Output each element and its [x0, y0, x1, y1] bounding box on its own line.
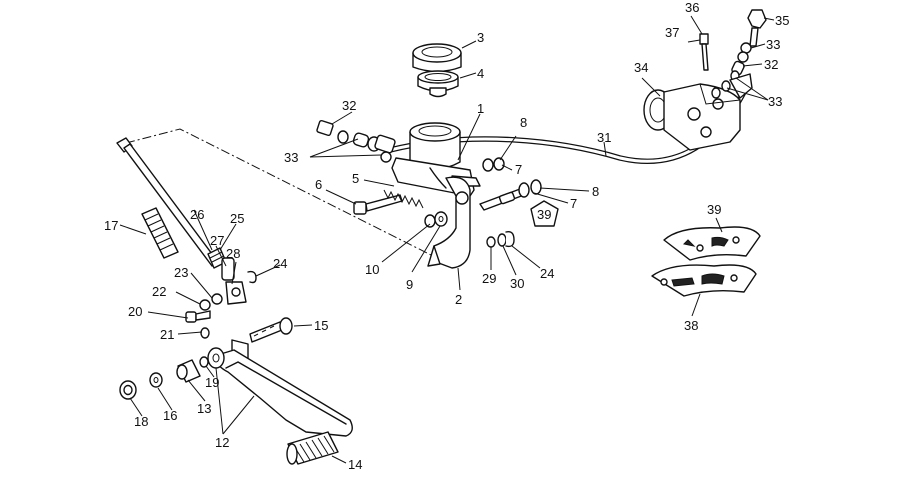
- lever-arm: [427, 176, 471, 269]
- callout-2: 2: [455, 292, 462, 307]
- bolt-15: [249, 317, 293, 343]
- spring-5: [383, 189, 424, 209]
- callout-37: 37: [665, 25, 679, 40]
- bolt-6: [353, 194, 403, 215]
- clip-and-washer: [486, 230, 515, 248]
- callout-7a: 7: [515, 162, 522, 177]
- callout-28: 28: [226, 246, 240, 261]
- brake-pedal: [207, 339, 353, 437]
- callout-33a: 33: [284, 150, 298, 165]
- callout-22: 22: [152, 284, 166, 299]
- brake-pad-upper: [663, 226, 761, 261]
- callout-15: 15: [314, 318, 328, 333]
- callout-34: 34: [634, 60, 648, 75]
- callout-5: 5: [352, 171, 359, 186]
- callout-8a: 8: [520, 115, 527, 130]
- callout-4: 4: [477, 66, 484, 81]
- brake-pad-lower: [651, 264, 757, 297]
- callout-39b: 39: [537, 207, 551, 222]
- callout-16: 16: [163, 408, 177, 423]
- callout-33c: 33: [768, 94, 782, 109]
- clevis: [221, 257, 257, 305]
- callout-1: 1: [477, 101, 484, 116]
- callout-32a: 32: [342, 98, 356, 113]
- callout-9: 9: [406, 277, 413, 292]
- callout-35: 35: [775, 13, 789, 28]
- callout-17: 17: [104, 218, 118, 233]
- callout-36: 36: [685, 0, 699, 15]
- callout-26: 26: [190, 207, 204, 222]
- callout-31: 31: [597, 130, 611, 145]
- pivot-parts: [119, 356, 209, 400]
- leader-lines: [119, 15, 775, 464]
- callout-32b: 32: [764, 57, 778, 72]
- linkage-rod: [116, 137, 227, 269]
- callout-24b: 24: [540, 266, 554, 281]
- brake-caliper: [643, 83, 741, 151]
- washers-9-10: [424, 211, 448, 228]
- callout-18: 18: [134, 414, 148, 429]
- callout-7b: 7: [570, 196, 577, 211]
- pushrod: [479, 179, 542, 211]
- reservoir-cap: [412, 43, 462, 73]
- caliper-fittings: [699, 9, 767, 99]
- assembly-dash-line: [125, 128, 446, 263]
- callout-6: 6: [315, 177, 322, 192]
- callout-8b: 8: [592, 184, 599, 199]
- callout-21: 21: [160, 327, 174, 342]
- washers-upper: [482, 157, 505, 172]
- banjo-fitting-left: [316, 119, 396, 163]
- callout-24a: 24: [273, 256, 287, 271]
- callout-33b: 33: [766, 37, 780, 52]
- callout-27: 27: [210, 233, 224, 248]
- reference-pentagon: [530, 200, 559, 227]
- callout-19: 19: [205, 375, 219, 390]
- pedal-rubber: [286, 431, 339, 465]
- callout-labels: 1 2 3 4 5 6 7 7 8 8 9 10 12 13 14 15 16 …: [104, 0, 789, 472]
- callout-25: 25: [230, 211, 244, 226]
- callout-30: 30: [510, 276, 524, 291]
- callout-39a: 39: [707, 202, 721, 217]
- callout-10: 10: [365, 262, 379, 277]
- rubber-boot: [141, 207, 179, 259]
- callout-29: 29: [482, 271, 496, 286]
- callout-38: 38: [684, 318, 698, 333]
- callout-20: 20: [128, 304, 142, 319]
- callout-14: 14: [348, 457, 362, 472]
- reservoir-diaphragm: [417, 70, 459, 98]
- callout-3: 3: [477, 30, 484, 45]
- callout-12: 12: [215, 435, 229, 450]
- callout-13: 13: [197, 401, 211, 416]
- left-small-parts: [185, 293, 223, 339]
- callout-23: 23: [174, 265, 188, 280]
